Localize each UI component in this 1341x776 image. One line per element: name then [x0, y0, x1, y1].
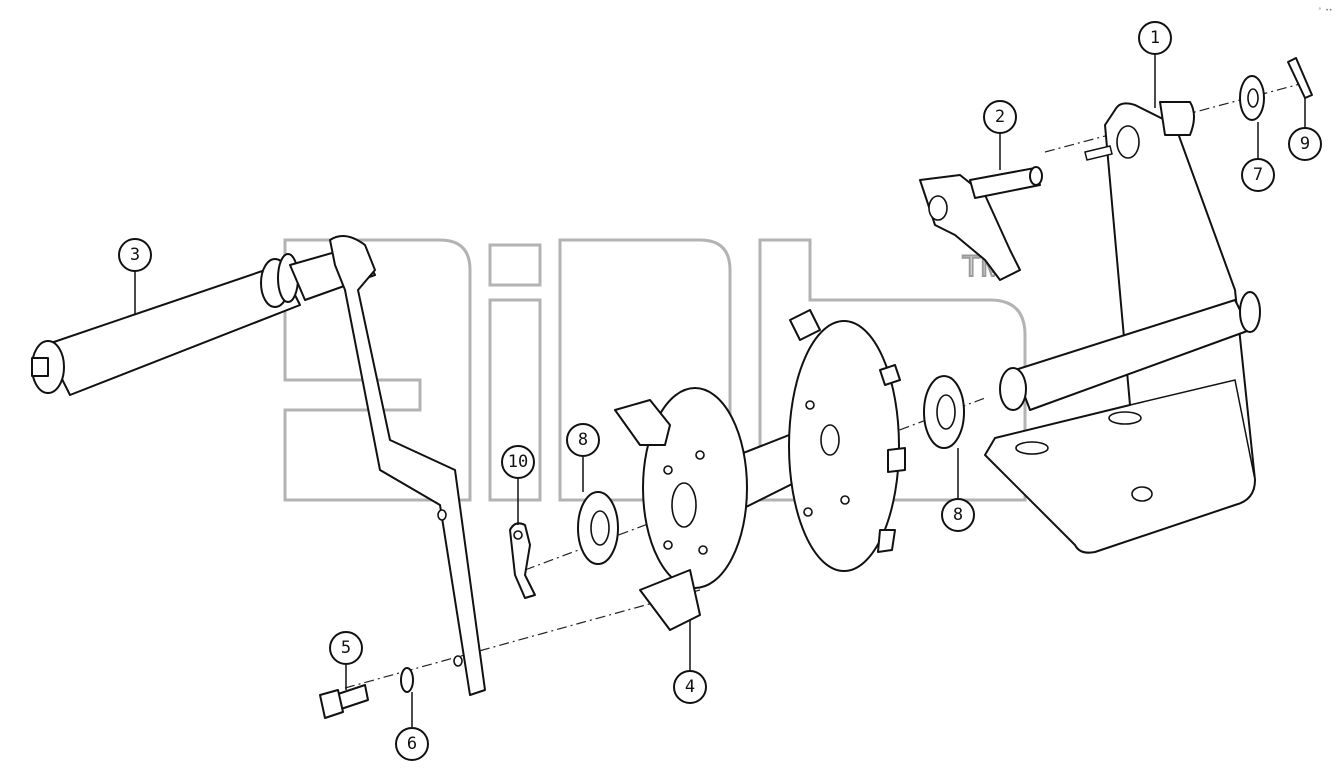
- callout-3: 3: [118, 238, 152, 272]
- svg-text:3: 3: [130, 245, 140, 265]
- svg-text:9: 9: [1300, 134, 1310, 154]
- leader-lines: [134, 53, 1306, 727]
- lock-washer-part: [400, 667, 414, 693]
- callout-10: 10: [501, 445, 535, 479]
- cotter-pin-part: [1287, 57, 1313, 99]
- crank-handle-part: [329, 235, 486, 696]
- callout-2: 2: [983, 100, 1017, 134]
- spring-clip-part: [509, 522, 536, 599]
- drum-shaft-part: [31, 244, 376, 396]
- ratchet-drum-part: [614, 309, 906, 631]
- pawl-part: [919, 145, 1113, 281]
- svg-text:4: 4: [685, 677, 695, 697]
- washer-small-part: [1239, 75, 1265, 121]
- callout-5: 5: [329, 631, 363, 665]
- svg-text:8: 8: [578, 430, 588, 450]
- bolt-part: [319, 684, 369, 719]
- callout-6: 6: [395, 727, 429, 761]
- callout-8-right: 8: [941, 498, 975, 532]
- svg-text:1: 1: [1150, 28, 1160, 48]
- washer-part-right: [923, 375, 965, 449]
- corner-mark: ° ••: [1318, 7, 1332, 14]
- callout-1: 1: [1138, 21, 1172, 55]
- bracket-frame-part: [984, 101, 1261, 554]
- callout-7: 7: [1241, 158, 1275, 192]
- svg-text:8: 8: [953, 505, 963, 525]
- callout-9: 9: [1288, 127, 1322, 161]
- callout-4: 4: [673, 670, 707, 704]
- washer-part-left: [577, 491, 619, 565]
- callout-8-left: 8: [566, 423, 600, 457]
- svg-text:7: 7: [1253, 165, 1263, 185]
- svg-text:6: 6: [407, 734, 417, 754]
- svg-text:5: 5: [341, 638, 351, 658]
- svg-text:2: 2: [995, 107, 1005, 127]
- svg-text:10: 10: [508, 452, 528, 472]
